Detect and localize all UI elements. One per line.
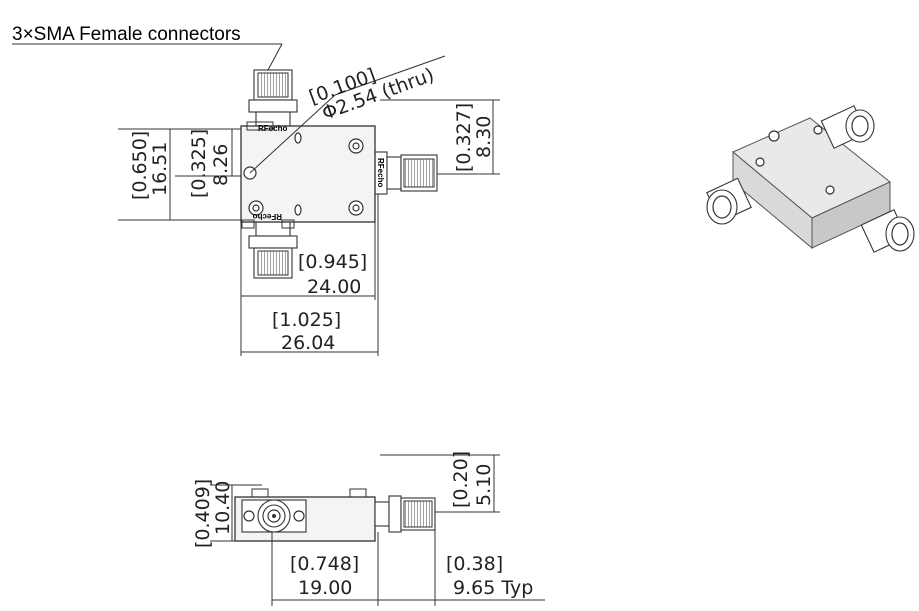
top-sma-connector — [248, 69, 298, 127]
side-offset-dims: [0.20] 5.10 — [380, 451, 500, 513]
brand-top: RFecho — [258, 124, 287, 133]
side-height-dims: [0.409] 10.40 — [192, 479, 262, 548]
brand-bottom: RFecho — [253, 212, 282, 221]
side-length-mm: 19.00 — [298, 577, 352, 599]
side-length-in: [0.748] — [290, 553, 359, 575]
total-width-in: [1.025] — [272, 309, 341, 331]
conn-len-mm: 9.65 Typ — [453, 577, 533, 599]
side-front-connector — [241, 499, 307, 533]
conn-offset-mm: 5.10 — [473, 464, 495, 506]
top-tab — [246, 121, 274, 131]
side-length-dims: [0.748] 19.00 [0.38] 9.65 Typ — [271, 530, 545, 606]
height-in: [0.650] — [129, 131, 151, 200]
connectors-label: 3×SMA Female connectors — [12, 24, 241, 45]
side-view: [0.409] 10.40 [0.20] 5.10 [0.748] 19.00 … — [192, 451, 545, 606]
conn-offset-in: [0.20] — [450, 451, 472, 508]
side-height-in: [0.409] — [192, 479, 214, 548]
side-conn-in: [0.327] — [453, 103, 475, 172]
side-conn-mm: 8.30 — [473, 116, 495, 158]
side-conn-dims: [0.327] 8.30 — [380, 99, 500, 175]
top-width-dims: [0.945] 24.00 [1.025] 26.04 — [240, 194, 379, 356]
isometric-view — [706, 105, 915, 253]
half-height-in: [0.325] — [188, 129, 210, 198]
iso-connector-right — [860, 209, 915, 253]
mounting-screws — [248, 132, 364, 216]
height-mm: 16.51 — [149, 142, 171, 196]
conn-len-in: [0.38] — [446, 553, 503, 575]
connectors-callout: 3×SMA Female connectors — [12, 24, 283, 71]
right-sma-connector — [374, 151, 438, 195]
side-height-mm: 10.40 — [212, 481, 234, 535]
top-view: RFecho RFecho RFecho [0.100] Φ2.54 (thru… — [118, 55, 500, 356]
side-right-connector — [374, 495, 436, 533]
iso-connector-left — [706, 177, 752, 225]
top-height-dims: [0.650] 16.51 [0.325] 8.26 — [118, 128, 241, 221]
body-width-mm: 24.00 — [307, 276, 361, 298]
brand-side: RFecho — [376, 158, 385, 187]
bottom-sma-connector — [248, 221, 298, 279]
half-height-mm: 8.26 — [210, 144, 232, 186]
iso-connector-top — [820, 105, 875, 149]
body-width-in: [0.945] — [298, 251, 367, 273]
total-width-mm: 26.04 — [281, 332, 335, 354]
